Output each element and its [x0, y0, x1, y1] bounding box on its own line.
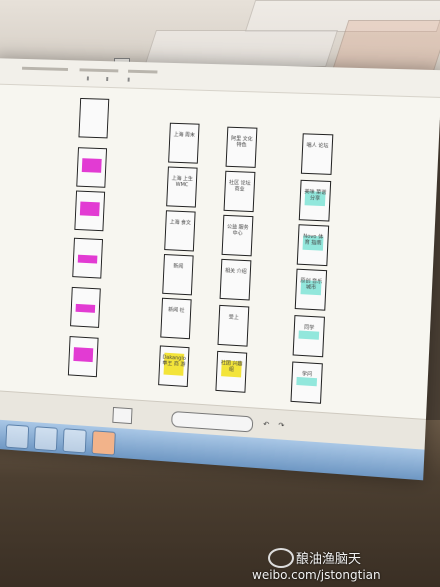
card: 受上	[217, 304, 250, 347]
card-text: 公益 服务 中心	[226, 224, 249, 237]
card: 新闻	[162, 254, 194, 296]
card-text: 社团 兴趣 组	[220, 360, 243, 373]
card-text: 唱人 论坛	[306, 142, 329, 150]
page-control[interactable]	[171, 410, 254, 433]
zoom-button[interactable]	[112, 406, 133, 425]
card: 上海 上生 WMC	[166, 166, 198, 208]
card-text: 受上	[228, 314, 239, 322]
sticky-note	[298, 330, 320, 340]
card-text: 原创 音乐 城市	[300, 277, 323, 291]
card-text: 美味 菜谱 分享	[304, 189, 327, 202]
taskbar-button[interactable]	[91, 430, 116, 456]
card-text: 社区 论坛 商业	[228, 179, 251, 193]
card-text	[74, 296, 97, 297]
card-magenta	[76, 147, 108, 188]
card-magenta	[67, 336, 99, 378]
card-text: 上海 上生 WMC	[171, 175, 194, 189]
sticky-note	[79, 201, 100, 217]
undo-icon[interactable]: ↶	[262, 420, 270, 429]
card-text: Novo 体育 指南	[303, 233, 324, 247]
card-teal: Novo 体育 指南	[296, 224, 330, 267]
card-text: 上海 周末	[173, 131, 196, 139]
card-empty	[78, 97, 110, 139]
sticky-note	[77, 254, 98, 264]
sticky-note	[296, 376, 318, 387]
ceiling-panel	[143, 30, 339, 67]
card: 阿里 文化 特色	[225, 126, 258, 168]
card-magenta	[70, 286, 101, 328]
card-magenta	[72, 237, 103, 279]
weibo-icon	[268, 548, 294, 568]
taskbar-button[interactable]	[5, 424, 30, 450]
toolbar-tick	[106, 77, 109, 82]
toolbar-line	[127, 69, 158, 74]
card-yellow: Dakanglo 拳王 商 游	[158, 345, 190, 388]
watermark-url: weibo.com/jstongtian	[252, 568, 381, 582]
card-text	[76, 247, 99, 248]
card-teal: 美味 菜谱 分享	[298, 179, 332, 222]
projected-screen: 上海 周末 上海 上生 WMC 上海 食文 新闻 新闻 社 Dakanglo 拳…	[0, 58, 440, 481]
taskbar-button[interactable]	[33, 426, 58, 452]
card-yellow: 社团 兴趣 组	[215, 350, 248, 393]
sticky-note	[73, 347, 94, 363]
card-text: 新闻 社	[167, 307, 185, 314]
card-teal: 原创 音乐 城市	[294, 268, 328, 311]
sticky-note	[81, 158, 102, 173]
card: 相关 介绍	[219, 258, 252, 301]
toolbar-line	[79, 68, 119, 73]
ceiling-panel	[331, 20, 440, 72]
card-magenta	[74, 190, 106, 232]
card: 上海 周末	[168, 122, 200, 164]
card: 公益 服务 中心	[221, 214, 254, 257]
toolbar-tick	[86, 76, 89, 81]
card: 社区 论坛 商业	[223, 170, 256, 213]
card-text: 新闻	[173, 263, 184, 270]
card-text: 相关 介绍	[224, 268, 247, 276]
redo-icon[interactable]: ↷	[278, 421, 285, 430]
watermark-name: 酿油渔脑天	[296, 552, 362, 567]
taskbar-button[interactable]	[62, 428, 87, 454]
toolbar-tick	[127, 77, 130, 82]
card: 新闻 社	[160, 297, 192, 340]
card-text	[83, 107, 106, 108]
card-text: 上海 食文	[169, 219, 192, 227]
card-text	[79, 199, 102, 200]
card-text	[81, 156, 104, 157]
card: 唱人 论坛	[300, 133, 334, 175]
card-text: 阿里 文化 特色	[230, 135, 253, 149]
toolbar-line	[21, 66, 69, 71]
card-text: Dakanglo 拳王 商 游	[162, 354, 186, 368]
card-teal: 同学	[292, 315, 325, 358]
sticky-note	[75, 303, 96, 313]
card: 上海 食文	[164, 210, 196, 252]
card-teal: 学问	[290, 361, 323, 404]
